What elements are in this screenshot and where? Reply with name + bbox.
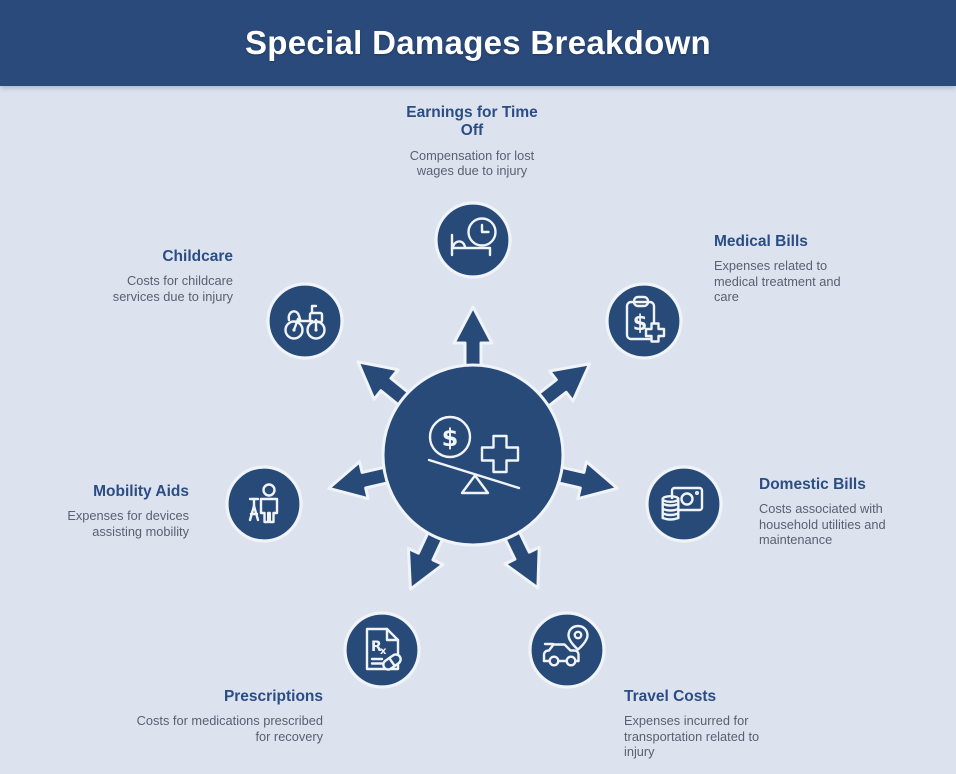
item-description: Expenses related to medical treatment an…: [714, 258, 841, 304]
node-mobility: [225, 465, 303, 543]
medical-invoice-icon: $: [625, 295, 666, 343]
item-title: Domestic Bills: [759, 476, 866, 493]
tricycle-icon: [284, 304, 326, 340]
item-description: Costs for childcare services due to inju…: [112, 273, 233, 304]
node-childcare: [266, 282, 344, 360]
rx-pill-icon: R x: [365, 627, 402, 671]
money-medical-balance-icon: $: [427, 415, 521, 495]
item-description: Costs associated with household utilitie…: [759, 501, 886, 547]
label-block-prescriptions: Prescriptions Costs for medications pres…: [123, 688, 323, 744]
item-title: Mobility Aids: [93, 483, 189, 500]
item-title: Childcare: [162, 248, 233, 265]
label-block-travel: Travel Costs Expenses incurred for trans…: [624, 688, 784, 759]
label-block-earnings: Earnings for Time Off Compensation for l…: [402, 104, 542, 178]
car-location-icon: [542, 624, 589, 667]
item-description: Compensation for lost wages due to injur…: [409, 147, 535, 178]
item-title: Prescriptions: [223, 688, 323, 705]
page-title: Special Damages Breakdown: [244, 24, 712, 61]
svg-text:$: $: [633, 311, 648, 335]
center-circle: [381, 363, 565, 547]
header-bar: Special Damages Breakdown: [0, 0, 956, 86]
node-prescriptions: R x: [343, 611, 421, 689]
svg-text:R: R: [371, 639, 382, 655]
node-earnings: [434, 201, 512, 279]
label-block-childcare: Childcare Costs for childcare services d…: [101, 248, 233, 304]
person-crutch-icon: [248, 483, 279, 524]
label-block-domestic: Domestic Bills Costs associated with hou…: [759, 476, 907, 547]
hub-spoke-diagram: $ $: [225, 201, 723, 689]
node-medical: $: [605, 282, 683, 360]
svg-text:x: x: [380, 646, 387, 657]
banknote-coins-icon: [661, 486, 704, 521]
label-block-mobility: Mobility Aids Expenses for devices assis…: [59, 483, 189, 539]
node-travel: [528, 611, 606, 689]
item-title: Medical Bills: [714, 233, 808, 250]
item-description: Expenses for devices assisting mobility: [67, 508, 189, 539]
bed-clock-icon: [450, 217, 497, 257]
item-description: Expenses incurred for transportation rel…: [624, 713, 760, 759]
item-description: Costs for medications prescribed for rec…: [136, 713, 323, 744]
item-title: Travel Costs: [624, 688, 717, 705]
label-block-medical: Medical Bills Expenses related to medica…: [714, 233, 862, 304]
node-domestic: [645, 465, 723, 543]
item-title: Earnings for Time Off: [406, 104, 538, 140]
svg-text:$: $: [442, 424, 459, 452]
